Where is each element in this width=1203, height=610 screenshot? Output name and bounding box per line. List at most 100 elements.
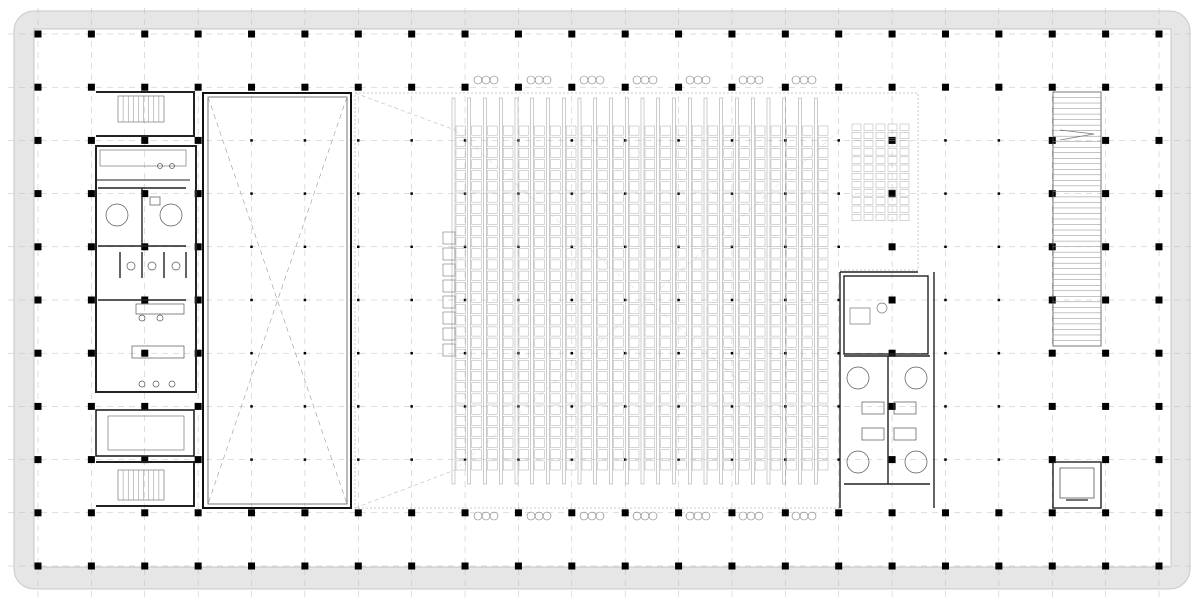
- seat: [863, 140, 874, 148]
- seat: [818, 315, 829, 326]
- column: [141, 190, 149, 198]
- seat: [550, 415, 561, 426]
- seat: [455, 136, 466, 147]
- column: [1048, 190, 1056, 198]
- seat: [802, 248, 813, 259]
- seat: [786, 203, 797, 214]
- seat: [755, 259, 766, 270]
- seat: [566, 415, 577, 426]
- seat: [597, 427, 608, 437]
- seat: [566, 215, 577, 225]
- seat: [875, 164, 886, 172]
- seat: [723, 282, 734, 292]
- column: [995, 30, 1003, 38]
- seat: [676, 371, 687, 381]
- seat-row-aisle: [483, 97, 487, 485]
- seat: [455, 203, 466, 214]
- column: [34, 509, 42, 517]
- seat: [644, 226, 655, 236]
- seat: [518, 371, 529, 381]
- seat: [644, 326, 655, 337]
- seat: [629, 215, 640, 225]
- column: [34, 243, 42, 251]
- seat: [660, 159, 671, 169]
- seat: [613, 337, 624, 348]
- seat: [644, 181, 655, 192]
- seat: [786, 226, 797, 236]
- seat: [613, 159, 624, 169]
- column: [410, 458, 413, 461]
- column: [357, 298, 360, 302]
- seat: [613, 404, 624, 415]
- seat: [644, 438, 655, 448]
- seat: [899, 148, 910, 156]
- seat: [739, 293, 750, 303]
- seat: [770, 360, 781, 370]
- seat: [875, 148, 886, 156]
- stage-void: [202, 92, 352, 509]
- seat: [863, 213, 874, 221]
- seat: [818, 293, 829, 303]
- seat: [629, 181, 640, 192]
- seat: [581, 270, 592, 281]
- wheelchair-space: [442, 311, 456, 325]
- column: [784, 351, 787, 355]
- seat: [534, 270, 545, 281]
- seat: [503, 393, 514, 404]
- seat-row-aisle: [514, 97, 519, 485]
- column: [1048, 562, 1056, 570]
- column: [250, 245, 253, 249]
- column: [888, 562, 896, 570]
- seat: [770, 237, 781, 247]
- seat: [534, 337, 545, 348]
- seat: [755, 337, 766, 348]
- seat: [818, 170, 829, 181]
- seat: [723, 360, 734, 370]
- column: [944, 405, 947, 408]
- seat: [818, 192, 829, 203]
- seat: [566, 438, 577, 448]
- seat: [518, 404, 529, 415]
- seat: [566, 382, 577, 393]
- column: [303, 245, 307, 249]
- seat: [739, 148, 750, 158]
- seat: [518, 237, 529, 247]
- seat: [503, 438, 514, 448]
- seat: [770, 449, 781, 460]
- seat: [518, 226, 529, 236]
- seat: [471, 349, 482, 359]
- column: [570, 298, 574, 302]
- seat: [786, 371, 797, 381]
- column: [837, 245, 840, 249]
- column: [250, 405, 253, 408]
- seat: [644, 125, 655, 136]
- seat: [786, 282, 797, 292]
- column: [1048, 243, 1056, 251]
- seat: [755, 248, 766, 259]
- seat: [471, 159, 482, 169]
- seat: [581, 248, 592, 259]
- seat: [487, 282, 498, 292]
- seat: [644, 248, 655, 259]
- seat: [863, 205, 874, 213]
- seat: [851, 213, 862, 221]
- seat: [471, 382, 482, 393]
- seat: [597, 315, 608, 326]
- seat: [786, 170, 797, 181]
- seat: [534, 226, 545, 236]
- seat: [707, 360, 718, 370]
- seat: [723, 125, 734, 136]
- seat: [629, 404, 640, 415]
- seat-row-aisle: [703, 97, 708, 485]
- seat: [471, 248, 482, 259]
- stair-icon: [96, 91, 195, 137]
- seat: [597, 136, 608, 147]
- seat: [550, 449, 561, 460]
- seat: [707, 371, 718, 381]
- column: [517, 458, 520, 461]
- seat: [550, 248, 561, 259]
- seat: [770, 315, 781, 326]
- seat: [566, 315, 577, 326]
- seat: [518, 315, 529, 326]
- seat: [503, 382, 514, 393]
